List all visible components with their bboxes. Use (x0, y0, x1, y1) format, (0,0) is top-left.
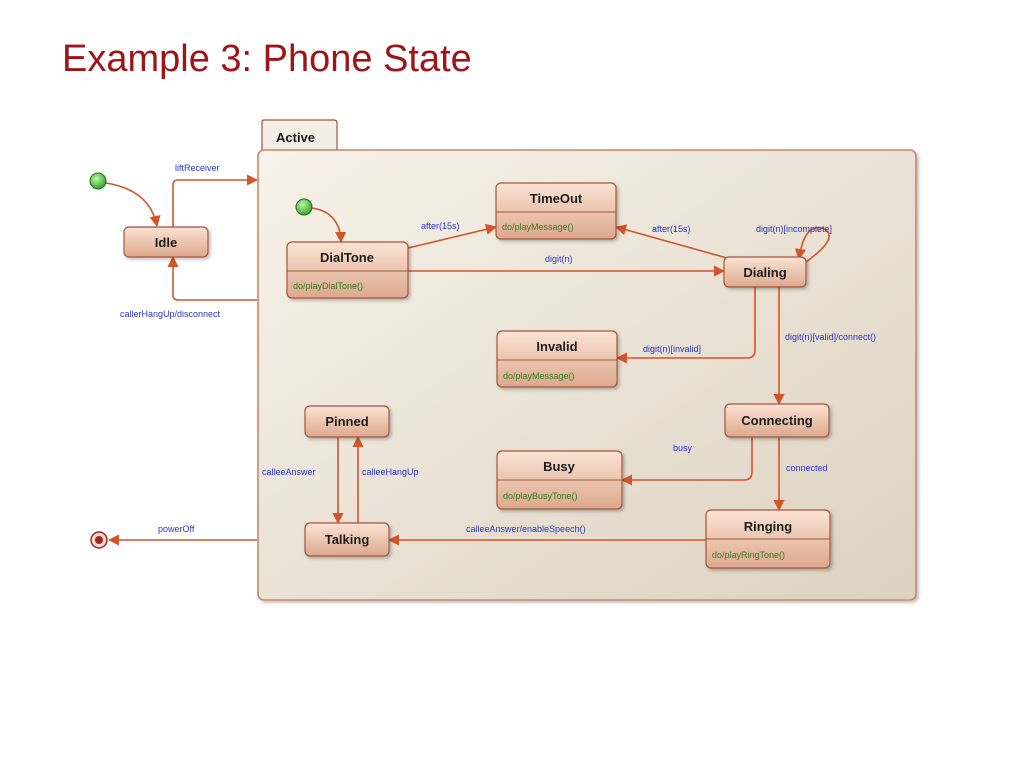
state-connecting-name: Connecting (741, 413, 813, 428)
label-power-off: powerOff (158, 524, 195, 534)
state-dialtone: DialTone do/playDialTone() (286, 241, 409, 299)
label-digit-n: digit(n) (545, 254, 573, 264)
initial-state-outer-icon (89, 172, 107, 190)
state-idle: Idle (123, 226, 209, 258)
state-dialing-name: Dialing (743, 265, 786, 280)
state-invalid: Invalid do/playMessage() (496, 330, 618, 388)
label-callee-answer: calleeAnswer (262, 467, 316, 477)
state-timeout: TimeOut do/playMessage() (495, 182, 617, 240)
state-timeout-name: TimeOut (530, 191, 583, 206)
state-idle-name: Idle (155, 235, 177, 250)
state-busy-action: do/playBusyTone() (503, 491, 578, 501)
label-after-15s-dialing: after(15s) (652, 224, 691, 234)
state-ringing: Ringing do/playRingTone() (705, 509, 831, 569)
label-callee-hangup: calleeHangUp (362, 467, 419, 477)
initial-state-inner-icon (295, 198, 313, 216)
label-busy: busy (673, 443, 693, 453)
state-ringing-name: Ringing (744, 519, 792, 534)
edge-dialing-timeout (614, 224, 735, 261)
state-dialing: Dialing (723, 256, 807, 288)
edge-dialing-invalid (615, 287, 756, 364)
edge-dialtone-timeout (407, 223, 498, 249)
final-state-icon (90, 531, 108, 549)
state-talking: Talking (304, 522, 390, 557)
edge-caller-hangup (167, 255, 257, 301)
edge-connecting-busy (620, 437, 753, 486)
state-pinned-name: Pinned (325, 414, 368, 429)
label-digit-valid: digit(n)[valid]/connect() (785, 332, 876, 342)
transitions (105, 174, 830, 546)
label-after-15s-dialtone: after(15s) (421, 221, 460, 231)
transition-labels: liftReceiver callerHangUp/disconnect aft… (120, 163, 876, 534)
label-caller-hangup: callerHangUp/disconnect (120, 309, 221, 319)
state-invalid-action: do/playMessage() (503, 371, 575, 381)
edge-initial-idle (105, 182, 161, 228)
label-digit-invalid: digit(n)[invalid] (643, 344, 701, 354)
state-pinned: Pinned (304, 405, 390, 438)
active-tab-label: Active (276, 130, 315, 145)
label-connected: connected (786, 463, 828, 473)
state-invalid-name: Invalid (536, 339, 577, 354)
edge-lift-receiver (172, 174, 259, 227)
state-busy-name: Busy (543, 459, 576, 474)
state-ringing-action: do/playRingTone() (712, 550, 785, 560)
label-digit-incomplete: digit(n)[incomplete] (756, 224, 832, 234)
state-busy: Busy do/playBusyTone() (496, 450, 623, 510)
label-lift-receiver: liftReceiver (175, 163, 220, 173)
state-connecting: Connecting (724, 403, 830, 438)
edge-dialing-self (794, 226, 830, 263)
state-talking-name: Talking (325, 532, 370, 547)
label-callee-answer-enable: calleeAnswer/enableSpeech() (466, 524, 586, 534)
edge-initial-dialtone (311, 207, 347, 244)
state-dialtone-action: do/playDialTone() (293, 281, 363, 291)
state-dialtone-name: DialTone (320, 250, 374, 265)
state-timeout-action: do/playMessage() (502, 222, 574, 232)
slide-title: Example 3: Phone State (62, 38, 472, 80)
